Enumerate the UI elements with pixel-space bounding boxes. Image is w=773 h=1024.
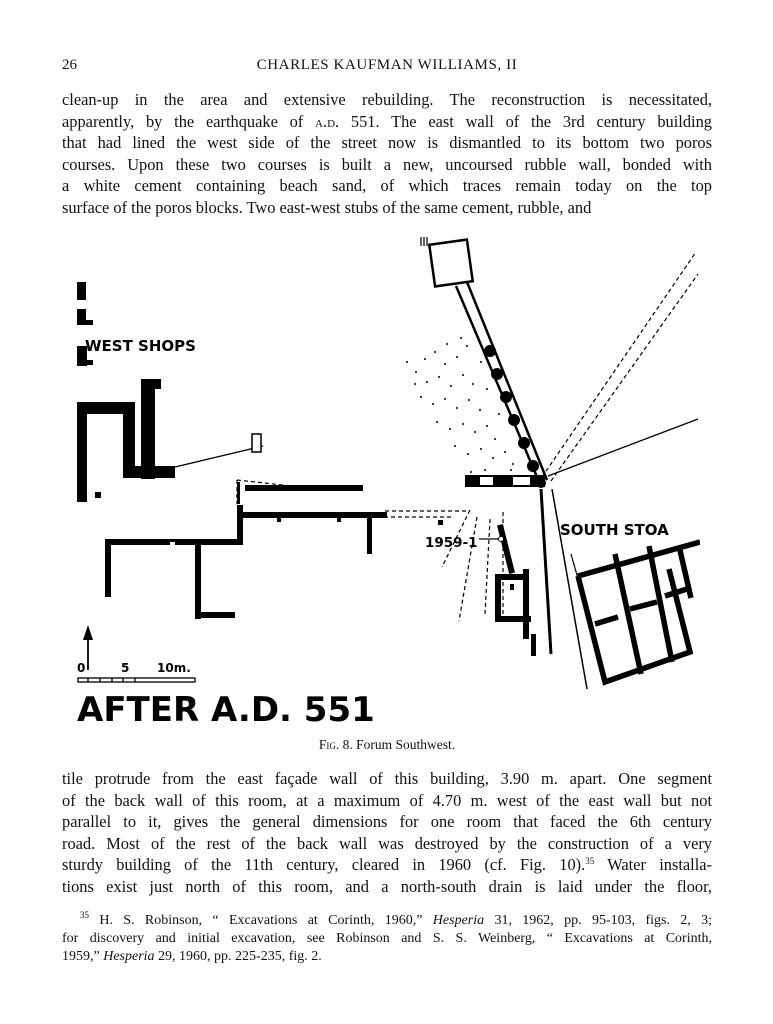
page-number: 26 [62,57,77,73]
junction-block [438,475,545,525]
small-square [251,433,262,453]
stippled-area [406,331,522,479]
scale-bar [77,677,196,683]
text-line: apparently, by the earthquake of a.d. 55… [62,111,713,131]
text-line: that had lined the west side of the stre… [62,133,712,152]
text-line: of the back wall of this room, at a maxi… [62,790,712,810]
text-line: courses. Upon these two courses is built… [62,154,712,174]
period-title: AFTER A.D. 551 [77,690,375,730]
scale-five: 5 [121,661,129,675]
text-line: clean-up in the area and extensive rebui… [62,90,712,109]
small-room-walls [495,524,536,656]
journal-title: Hesperia [432,913,485,928]
scale-ten: 10m. [157,661,191,675]
find-spot-marker [498,536,504,542]
text-line: tions exist just north of this room, and… [62,876,712,896]
south-stoa-rooms [575,539,700,686]
south-stoa-label: SOUTH STOA [560,521,669,539]
journal-title: Hesperia [103,949,155,964]
text-line: sturdy building of the 11th century, cle… [62,855,712,874]
forum-plan-figure: WEST SHOPS SOUTH STOA 1959-1 0 5 10m. AF… [77,237,700,730]
running-head: CHARLES KAUFMAN WILLIAMS, II [256,57,518,73]
column-bases [484,345,546,488]
top-paragraph: clean-up in the area and extensive rebui… [62,89,712,218]
figure-title: Forum Southwest. [356,737,456,752]
text-line: surface of the poros blocks. Two east-we… [62,197,592,217]
figure-number: Fig. 8. [318,737,353,752]
text-line: a white cement containing beach sand, of… [62,176,712,195]
central-building-walls [105,482,387,619]
figure-caption: Fig. 8. Forum Southwest. [62,737,712,753]
tower-block [420,237,475,288]
scale-zero: 0 [77,661,85,675]
dashed-lines [236,251,699,624]
thin-lines [174,418,699,477]
north-arrow [83,625,93,670]
bottom-paragraph: tile protrude from the east façade wall … [62,768,712,897]
find-spot-label: 1959-1 [425,535,478,551]
road-walls [454,281,606,690]
footnote-line: 35 H. S. Robinson, “ Excavations at Cori… [80,910,712,929]
text-line: parallel to it, gives the general dimens… [62,812,712,831]
text-line: road. Most of the rest of the back wall … [62,833,712,853]
footnote-line: for discovery and initial excavation, se… [62,931,712,946]
era-abbreviation: a.d. [315,111,340,131]
footnote-number: 35 [80,910,89,920]
west-shops-label: WEST SHOPS [85,337,196,355]
west-shops-walls [77,282,175,502]
text-line: tile protrude from the east façade wall … [62,769,712,788]
footnote-line: 1959,” Hesperia 29, 1960, pp. 225-235, f… [62,949,322,964]
page-header: 26 CHARLES KAUFMAN WILLIAMS, II [62,57,712,79]
footnote: 35 H. S. Robinson, “ Excavations at Cori… [62,910,712,966]
footnote-ref: 35 [585,856,595,866]
